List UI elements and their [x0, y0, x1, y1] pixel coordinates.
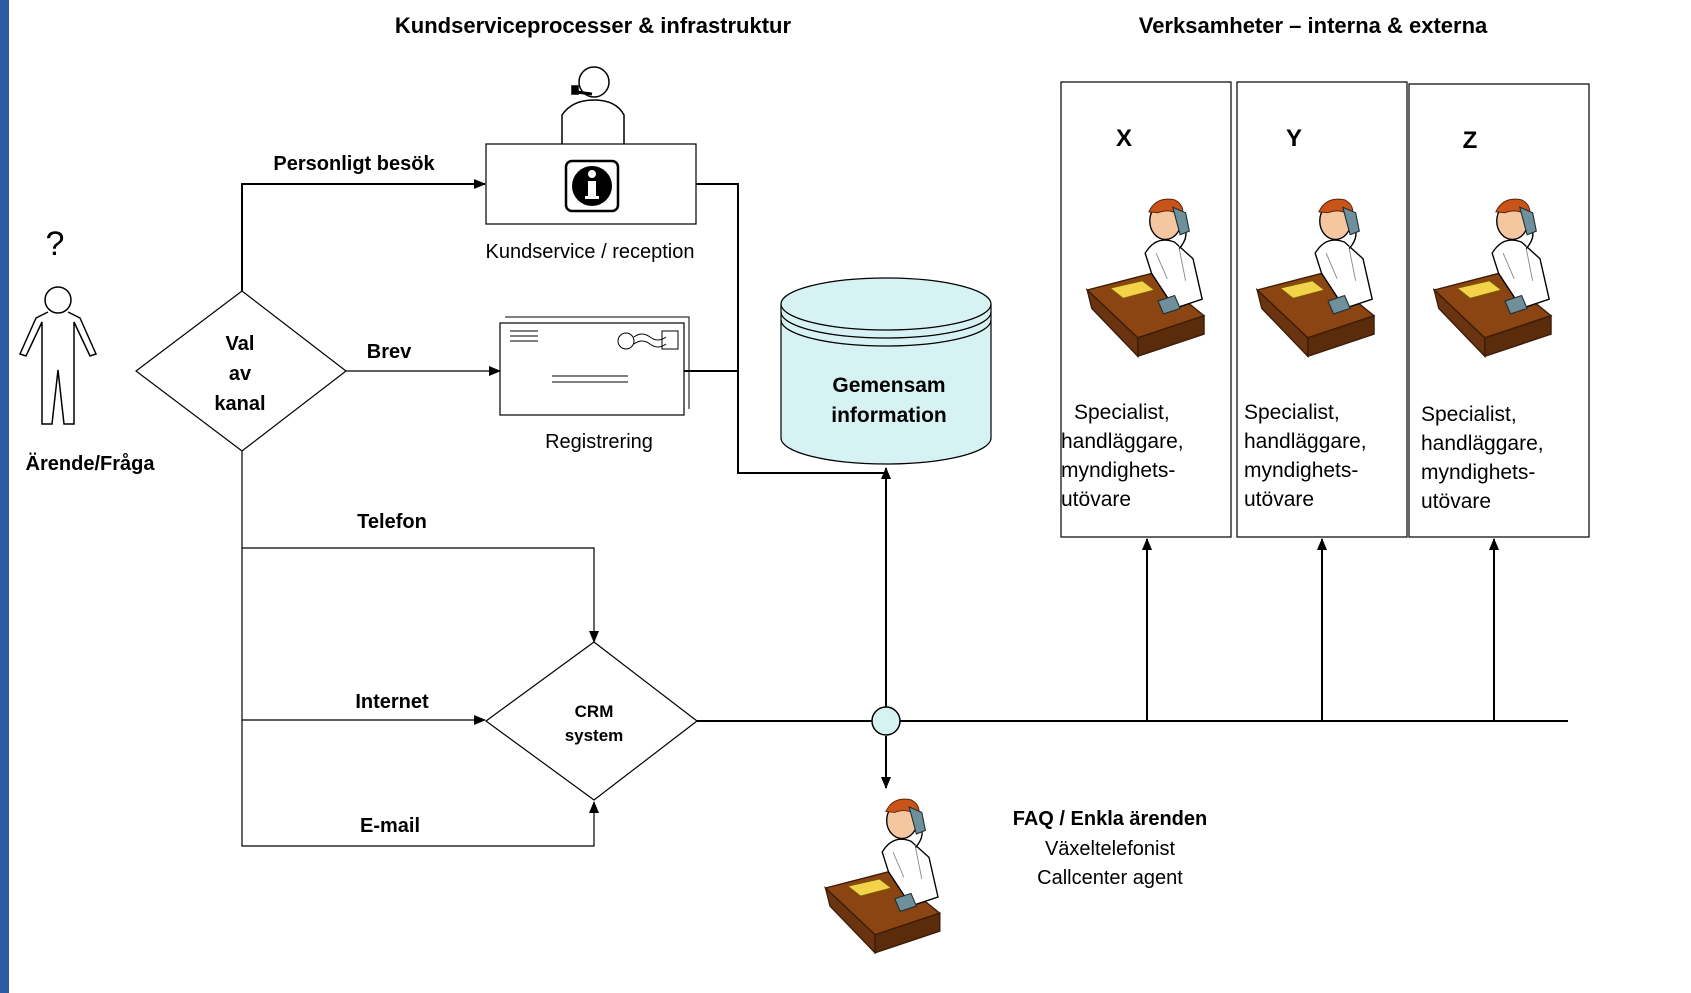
business-z-line4: utövare: [1421, 490, 1491, 513]
crm-line1: CRM: [575, 702, 614, 721]
faq-line1: Växeltelefonist: [1045, 838, 1176, 860]
channel-email-label: E-mail: [360, 815, 420, 837]
business-x-line1: Specialist,: [1074, 401, 1170, 424]
customer-label: Ärende/Fråga: [26, 452, 156, 475]
shared-information-database: [780, 277, 992, 465]
clerk-faq-icon: [824, 798, 941, 954]
business-y-line3: myndighets-: [1244, 459, 1358, 482]
faq-title: FAQ / Enkla ärenden: [1013, 808, 1208, 830]
business-x-letter: X: [1116, 125, 1132, 152]
reception-label: Kundservice / reception: [485, 241, 694, 263]
business-z-letter: Z: [1463, 127, 1478, 154]
registration-label: Registrering: [545, 431, 653, 453]
business-z-line3: myndighets-: [1421, 461, 1535, 484]
business-y-line4: utövare: [1244, 488, 1314, 511]
junction-node: [871, 706, 901, 736]
receptionist-icon: [561, 66, 625, 144]
business-x-line3: myndighets-: [1061, 459, 1175, 482]
connectors: [241, 179, 1568, 847]
business-x-line2: handläggare,: [1061, 430, 1184, 453]
business-y-line2: handläggare,: [1244, 430, 1367, 453]
customer-question-mark: ?: [46, 225, 65, 263]
business-z-line2: handläggare,: [1421, 432, 1544, 455]
business-x-line4: utövare: [1061, 488, 1131, 511]
crm-line2: system: [565, 726, 624, 745]
shared-info-line1: Gemensam: [832, 374, 945, 397]
faq-line2: Callcenter agent: [1037, 867, 1183, 889]
heading-processes: Kundserviceprocesser & infrastruktur: [395, 13, 792, 38]
channel-internet-label: Internet: [355, 691, 429, 713]
shared-info-line2: information: [831, 404, 947, 427]
channel-decision-line1: Val: [226, 333, 255, 355]
edge-visit: [241, 179, 486, 291]
channel-letter-label: Brev: [367, 341, 412, 363]
channel-visit-label: Personligt besök: [273, 153, 435, 175]
left-accent-bar: [0, 0, 9, 993]
channel-decision-line3: kanal: [214, 393, 265, 415]
channel-decision-line2: av: [229, 363, 252, 385]
channel-phone-label: Telefon: [357, 511, 427, 533]
edge-email: [241, 720, 599, 847]
info-icon: [564, 159, 620, 213]
crm-system-diamond: [484, 641, 698, 801]
business-y-letter: Y: [1286, 125, 1302, 152]
customer-figure-icon: [18, 286, 98, 425]
edge-phone: [241, 451, 599, 643]
business-y-line1: Specialist,: [1244, 401, 1340, 424]
heading-businesses: Verksamheter – interna & externa: [1139, 13, 1488, 38]
business-z-line1: Specialist,: [1421, 403, 1517, 426]
edge-reception-db: [696, 183, 886, 474]
envelope-icon: [499, 316, 690, 416]
